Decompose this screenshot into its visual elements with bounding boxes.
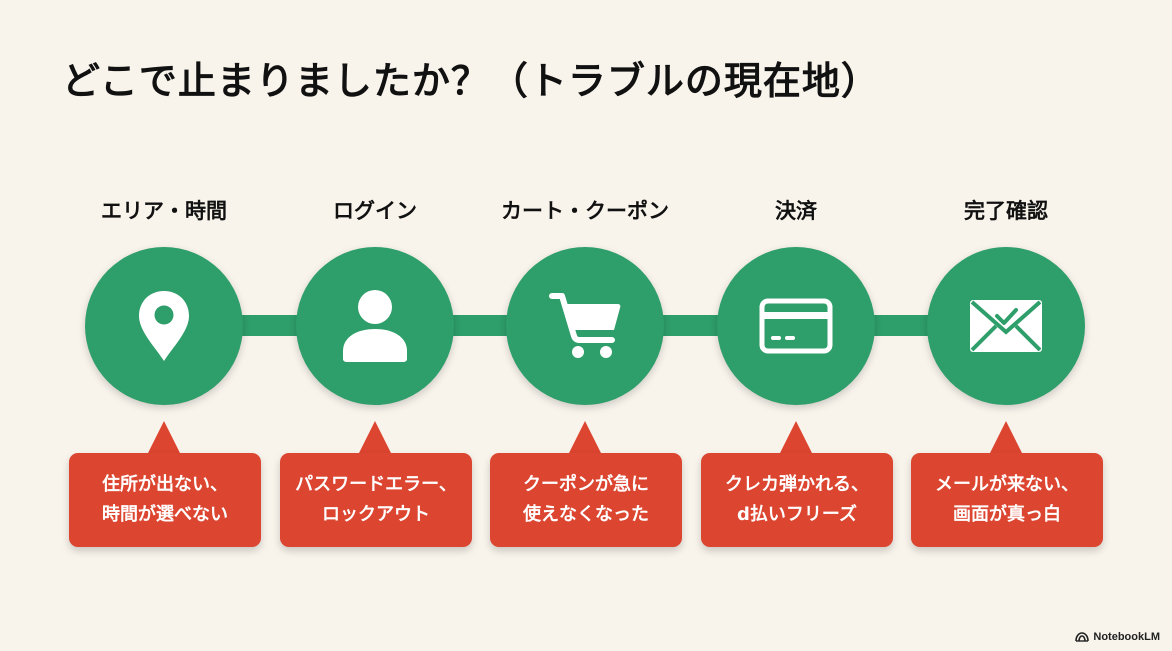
problem-text-line: 画面が真っ白 bbox=[953, 504, 1061, 525]
problem-callout: 住所が出ない、 時間が選べない bbox=[59, 421, 269, 551]
step-label: 決済 bbox=[775, 199, 817, 223]
problem-text-line: ロックアウト bbox=[322, 504, 430, 525]
step-label: 完了確認 bbox=[964, 199, 1048, 223]
step-label: エリア・時間 bbox=[101, 199, 227, 223]
mail-check-icon bbox=[970, 300, 1042, 352]
step-label: カート・クーポン bbox=[501, 199, 669, 223]
problem-callout: パスワードエラー、 ロックアウト bbox=[270, 421, 480, 551]
step-payment: 決済 クレカ弾かれる、 d払いフリーズ bbox=[691, 0, 901, 651]
credit-card-icon bbox=[759, 298, 833, 354]
callout-box: パスワードエラー、 ロックアウト bbox=[280, 453, 472, 547]
step-cart-coupon: カート・クーポン クーポンが急に 使えなくなった bbox=[480, 0, 690, 651]
callout-tail bbox=[568, 421, 602, 455]
callout-tail bbox=[358, 421, 392, 455]
problem-callout: メールが来ない、 画面が真っ白 bbox=[901, 421, 1111, 551]
page-title: どこで止まりましたか？（トラブルの現在地） bbox=[62, 59, 880, 103]
problem-text-line: 住所が出ない、 bbox=[102, 474, 228, 495]
user-icon bbox=[343, 290, 407, 362]
callout-box: クレカ弾かれる、 d払いフリーズ bbox=[701, 453, 893, 547]
brand-name: NotebookLM bbox=[1093, 631, 1160, 643]
step-confirmation: 完了確認 メールが来ない、 画面が真っ白 bbox=[901, 0, 1111, 651]
problem-text-line: 使えなくなった bbox=[523, 504, 649, 525]
map-pin-icon bbox=[139, 291, 189, 361]
step-circle bbox=[506, 247, 664, 405]
problem-text-line: メールが来ない、 bbox=[935, 474, 1079, 495]
callout-box: クーポンが急に 使えなくなった bbox=[490, 453, 682, 547]
callout-tail bbox=[779, 421, 813, 455]
problem-text-line: 時間が選べない bbox=[102, 504, 228, 525]
step-circle bbox=[296, 247, 454, 405]
step-area-time: エリア・時間 住所が出ない、 時間が選べない bbox=[59, 0, 269, 651]
problem-text-line: d払いフリーズ bbox=[737, 504, 857, 525]
callout-box: 住所が出ない、 時間が選べない bbox=[69, 453, 261, 547]
problem-callout: クーポンが急に 使えなくなった bbox=[480, 421, 690, 551]
callout-tail bbox=[147, 421, 181, 455]
step-circle bbox=[717, 247, 875, 405]
step-circle bbox=[85, 247, 243, 405]
problem-text-line: クレカ弾かれる、 bbox=[725, 474, 869, 495]
brand-watermark: NotebookLM bbox=[1075, 631, 1160, 643]
callout-box: メールが来ない、 画面が真っ白 bbox=[911, 453, 1103, 547]
problem-callout: クレカ弾かれる、 d払いフリーズ bbox=[691, 421, 901, 551]
notebooklm-logo-icon bbox=[1075, 632, 1090, 642]
step-circle bbox=[927, 247, 1085, 405]
step-login: ログイン パスワードエラー、 ロックアウト bbox=[270, 0, 480, 651]
step-label: ログイン bbox=[333, 199, 417, 223]
shopping-cart-icon bbox=[549, 293, 621, 358]
problem-text-line: クーポンが急に bbox=[523, 474, 649, 495]
problem-text-line: パスワードエラー、 bbox=[295, 474, 457, 495]
callout-tail bbox=[989, 421, 1023, 455]
